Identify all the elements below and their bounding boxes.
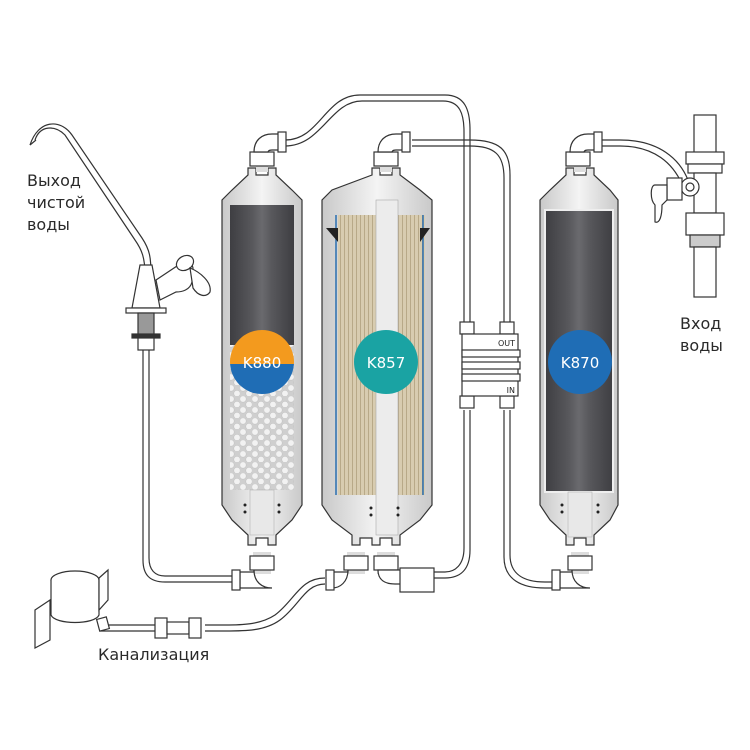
tube-k880-to-restrictor (284, 94, 471, 322)
elbow-k870-top (565, 131, 603, 167)
restrictor-in-label: IN (507, 386, 515, 395)
faucet (29, 123, 211, 351)
tube-faucet-to-k880 (142, 350, 235, 583)
tube-k870-to-restrictor (509, 410, 560, 583)
drain-clamp (34, 568, 202, 649)
elbow-k857-bottom-right (373, 555, 406, 585)
badge-label-k880: K880 (243, 354, 281, 372)
elbow-k870-bottom (551, 555, 593, 591)
elbow-k880-top (249, 131, 287, 167)
label-drain: Канализация (98, 644, 209, 666)
badge-label-k857: K857 (367, 354, 405, 372)
restrictor-out-label: OUT (498, 339, 515, 348)
badge-label-k870: K870 (561, 354, 599, 372)
label-water-input: Вход воды (680, 313, 723, 357)
elbow-k857-bottom-left (325, 555, 369, 591)
tube-restrictor-to-drain (434, 410, 471, 579)
flow-restrictor: OUT IN (459, 321, 521, 409)
tube-k857-to-drain (205, 577, 326, 626)
tubing (100, 94, 689, 632)
label-water-input-line-1: Вход (680, 314, 722, 333)
filter-k870: K870 (539, 150, 619, 574)
fittings (231, 131, 603, 593)
label-clean-water-line-2: чистой (27, 193, 86, 212)
elbow-k880-bottom (231, 555, 275, 591)
elbow-k857-top (373, 131, 411, 167)
badge-k870 (548, 330, 612, 394)
drain-flow-valve (399, 567, 435, 593)
tube-k857-to-restrictor (412, 139, 511, 322)
label-clean-water-line-1: Выход (27, 171, 81, 190)
inlet-valve (650, 114, 725, 298)
badge-k857 (354, 330, 418, 394)
filter-k857: K857 (321, 150, 433, 574)
label-drain-text: Канализация (98, 645, 210, 664)
label-water-input-line-2: воды (680, 336, 723, 355)
label-clean-water-output: Выход чистой воды (27, 170, 85, 236)
faucet-body (131, 264, 161, 309)
label-clean-water-line-3: воды (27, 215, 70, 234)
filter-k880: K880 (221, 150, 303, 574)
tube-k870-to-inlet (590, 139, 689, 181)
